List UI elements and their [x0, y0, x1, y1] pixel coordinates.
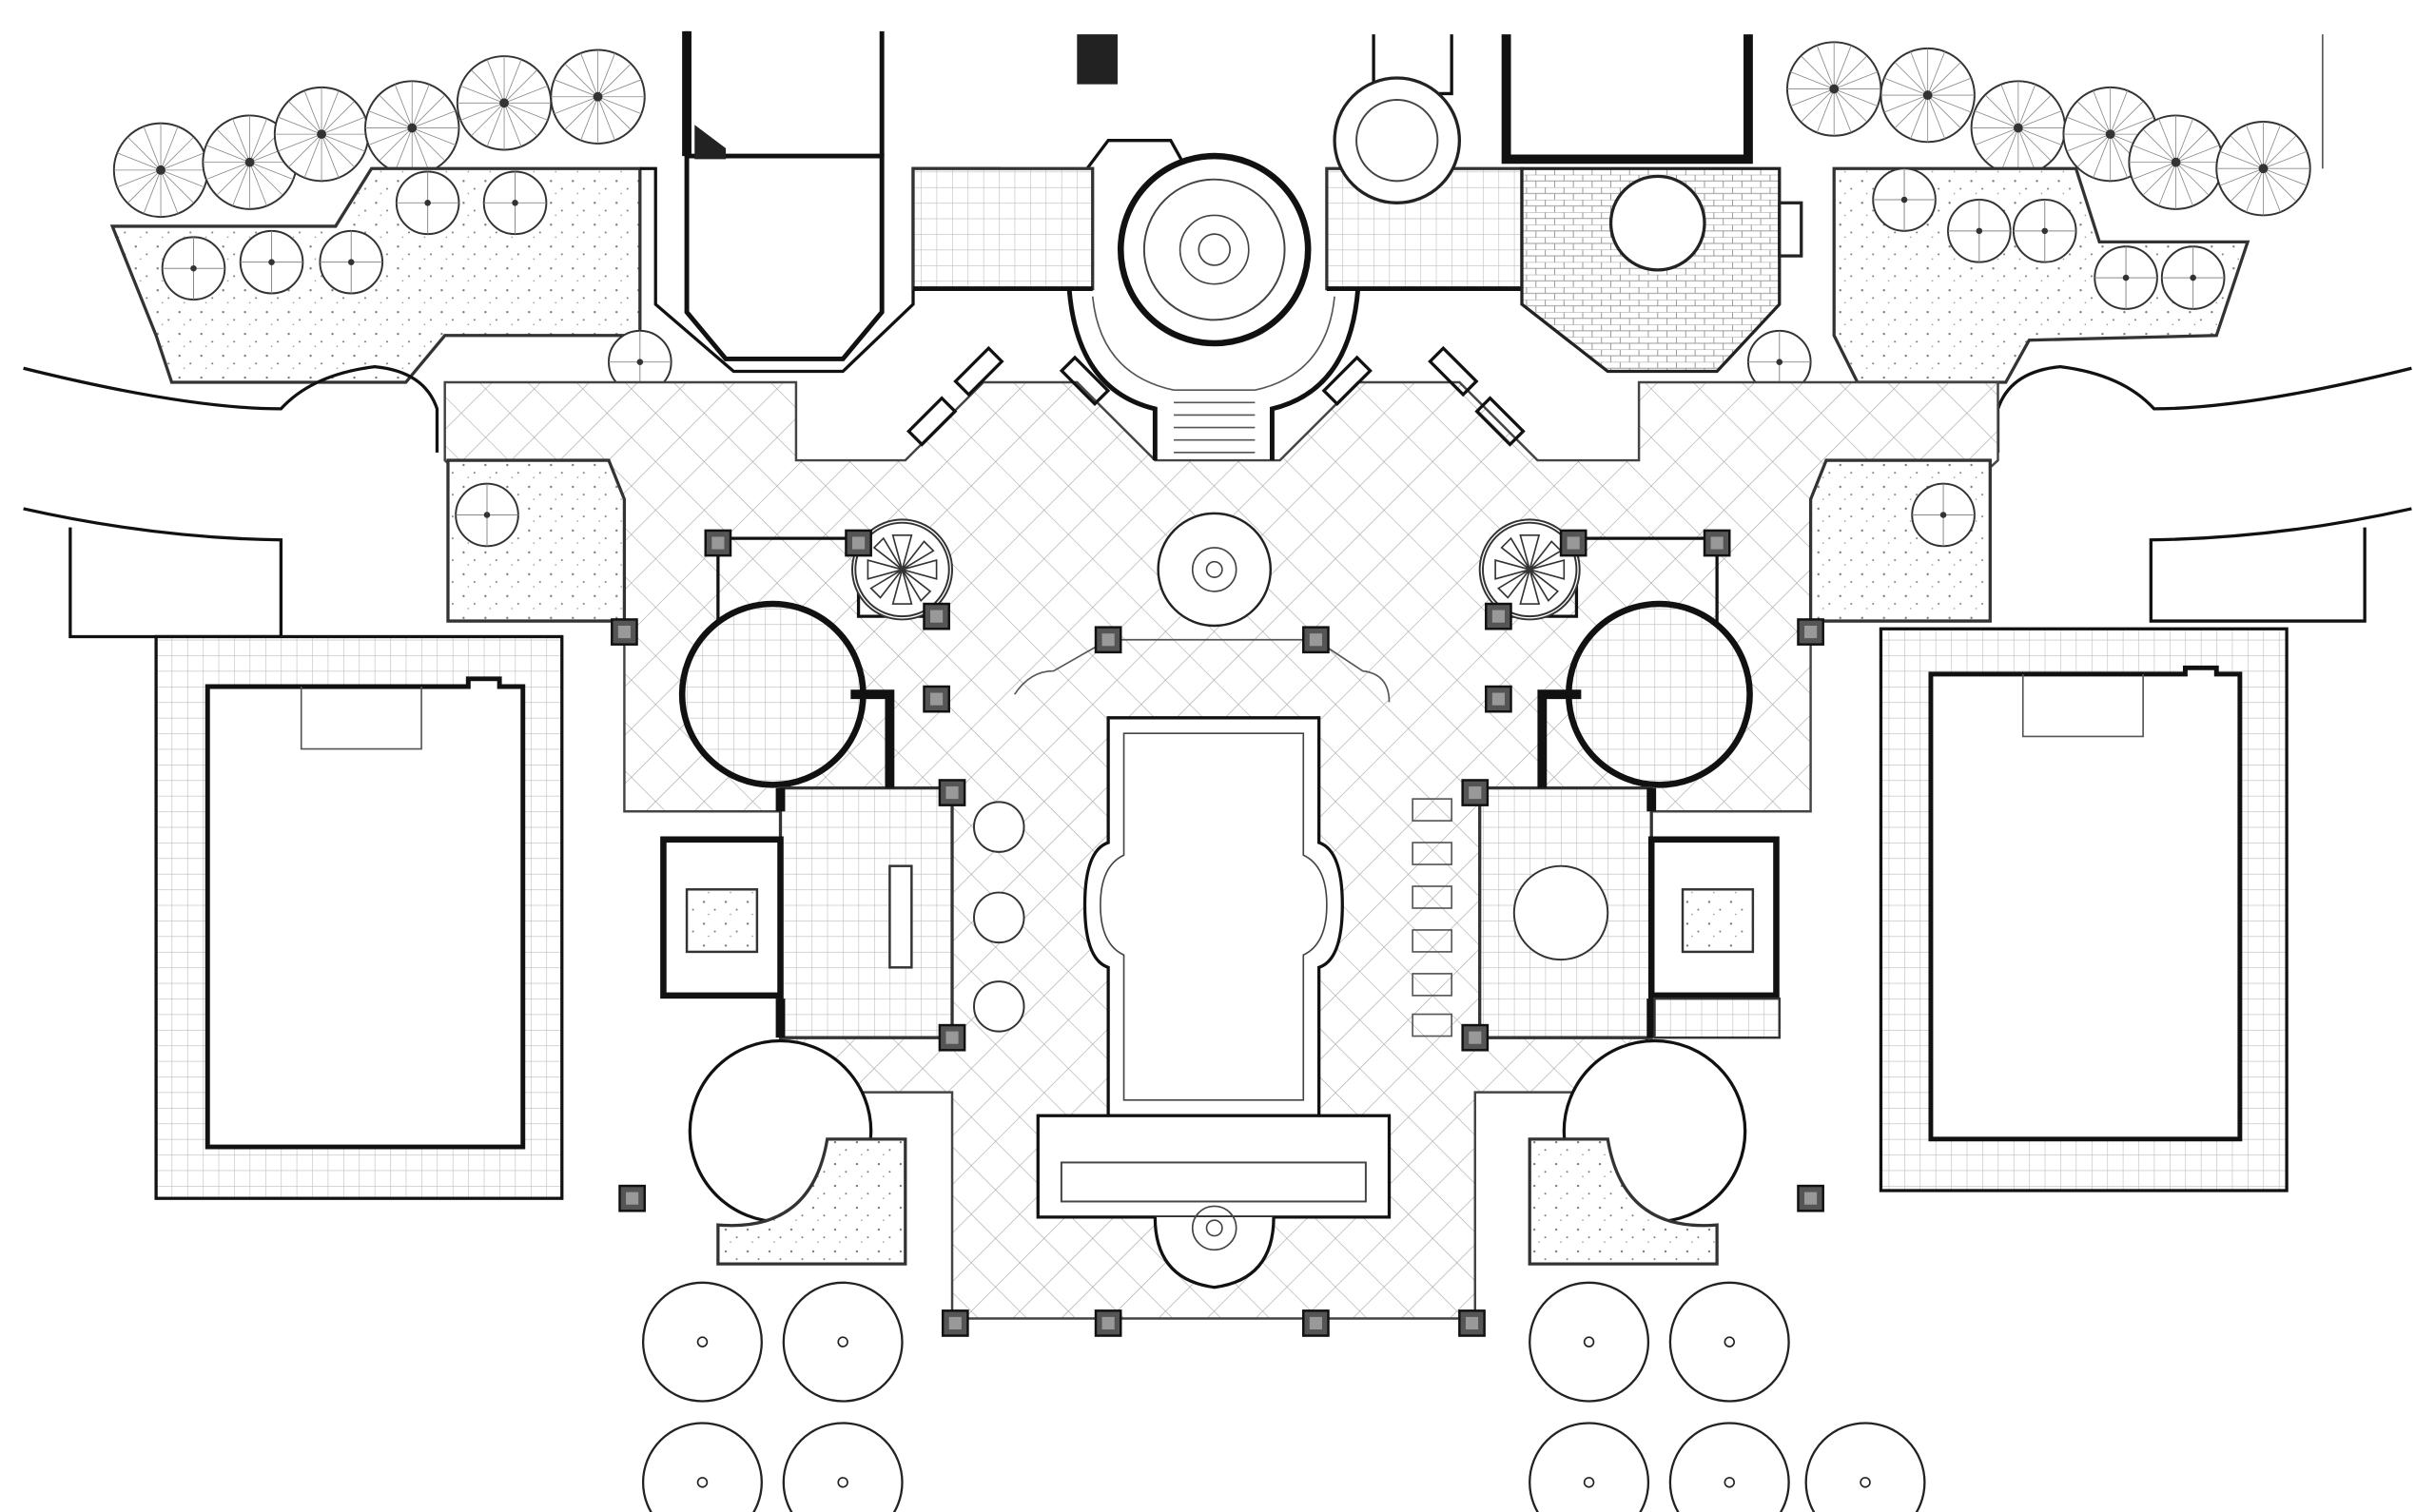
right-palm-court: [1478, 518, 1719, 632]
right-loggia: [1412, 600, 1781, 1039]
right-tennis-court: [1879, 627, 2289, 1192]
entry-rotunda: [1117, 152, 1312, 347]
left-palm-court: [716, 518, 954, 632]
lower-right-gazebo: [1528, 1038, 1747, 1266]
left-tennis-court: [154, 634, 564, 1200]
curved-stairs: [1066, 288, 1361, 461]
reflecting-pool: [1082, 716, 1344, 1117]
court-benches: [906, 345, 1526, 447]
central-fountain: [1157, 512, 1273, 628]
upper-right-planting-bed: [1832, 166, 2250, 384]
lower-left-gazebo: [688, 1038, 907, 1266]
left-drive-edge: [23, 364, 439, 453]
pool-terrace: [1036, 1114, 1392, 1289]
right-mid-bed: [1808, 458, 1992, 623]
right-drive-edge: [1996, 364, 2412, 453]
left-drive-lower-edge: [23, 507, 283, 639]
main-residence: [639, 30, 1803, 374]
pool-terrace-fountain: [1191, 1205, 1237, 1251]
right-drive-lower-edge: [2149, 507, 2412, 623]
left-loggia: [660, 600, 1025, 1039]
